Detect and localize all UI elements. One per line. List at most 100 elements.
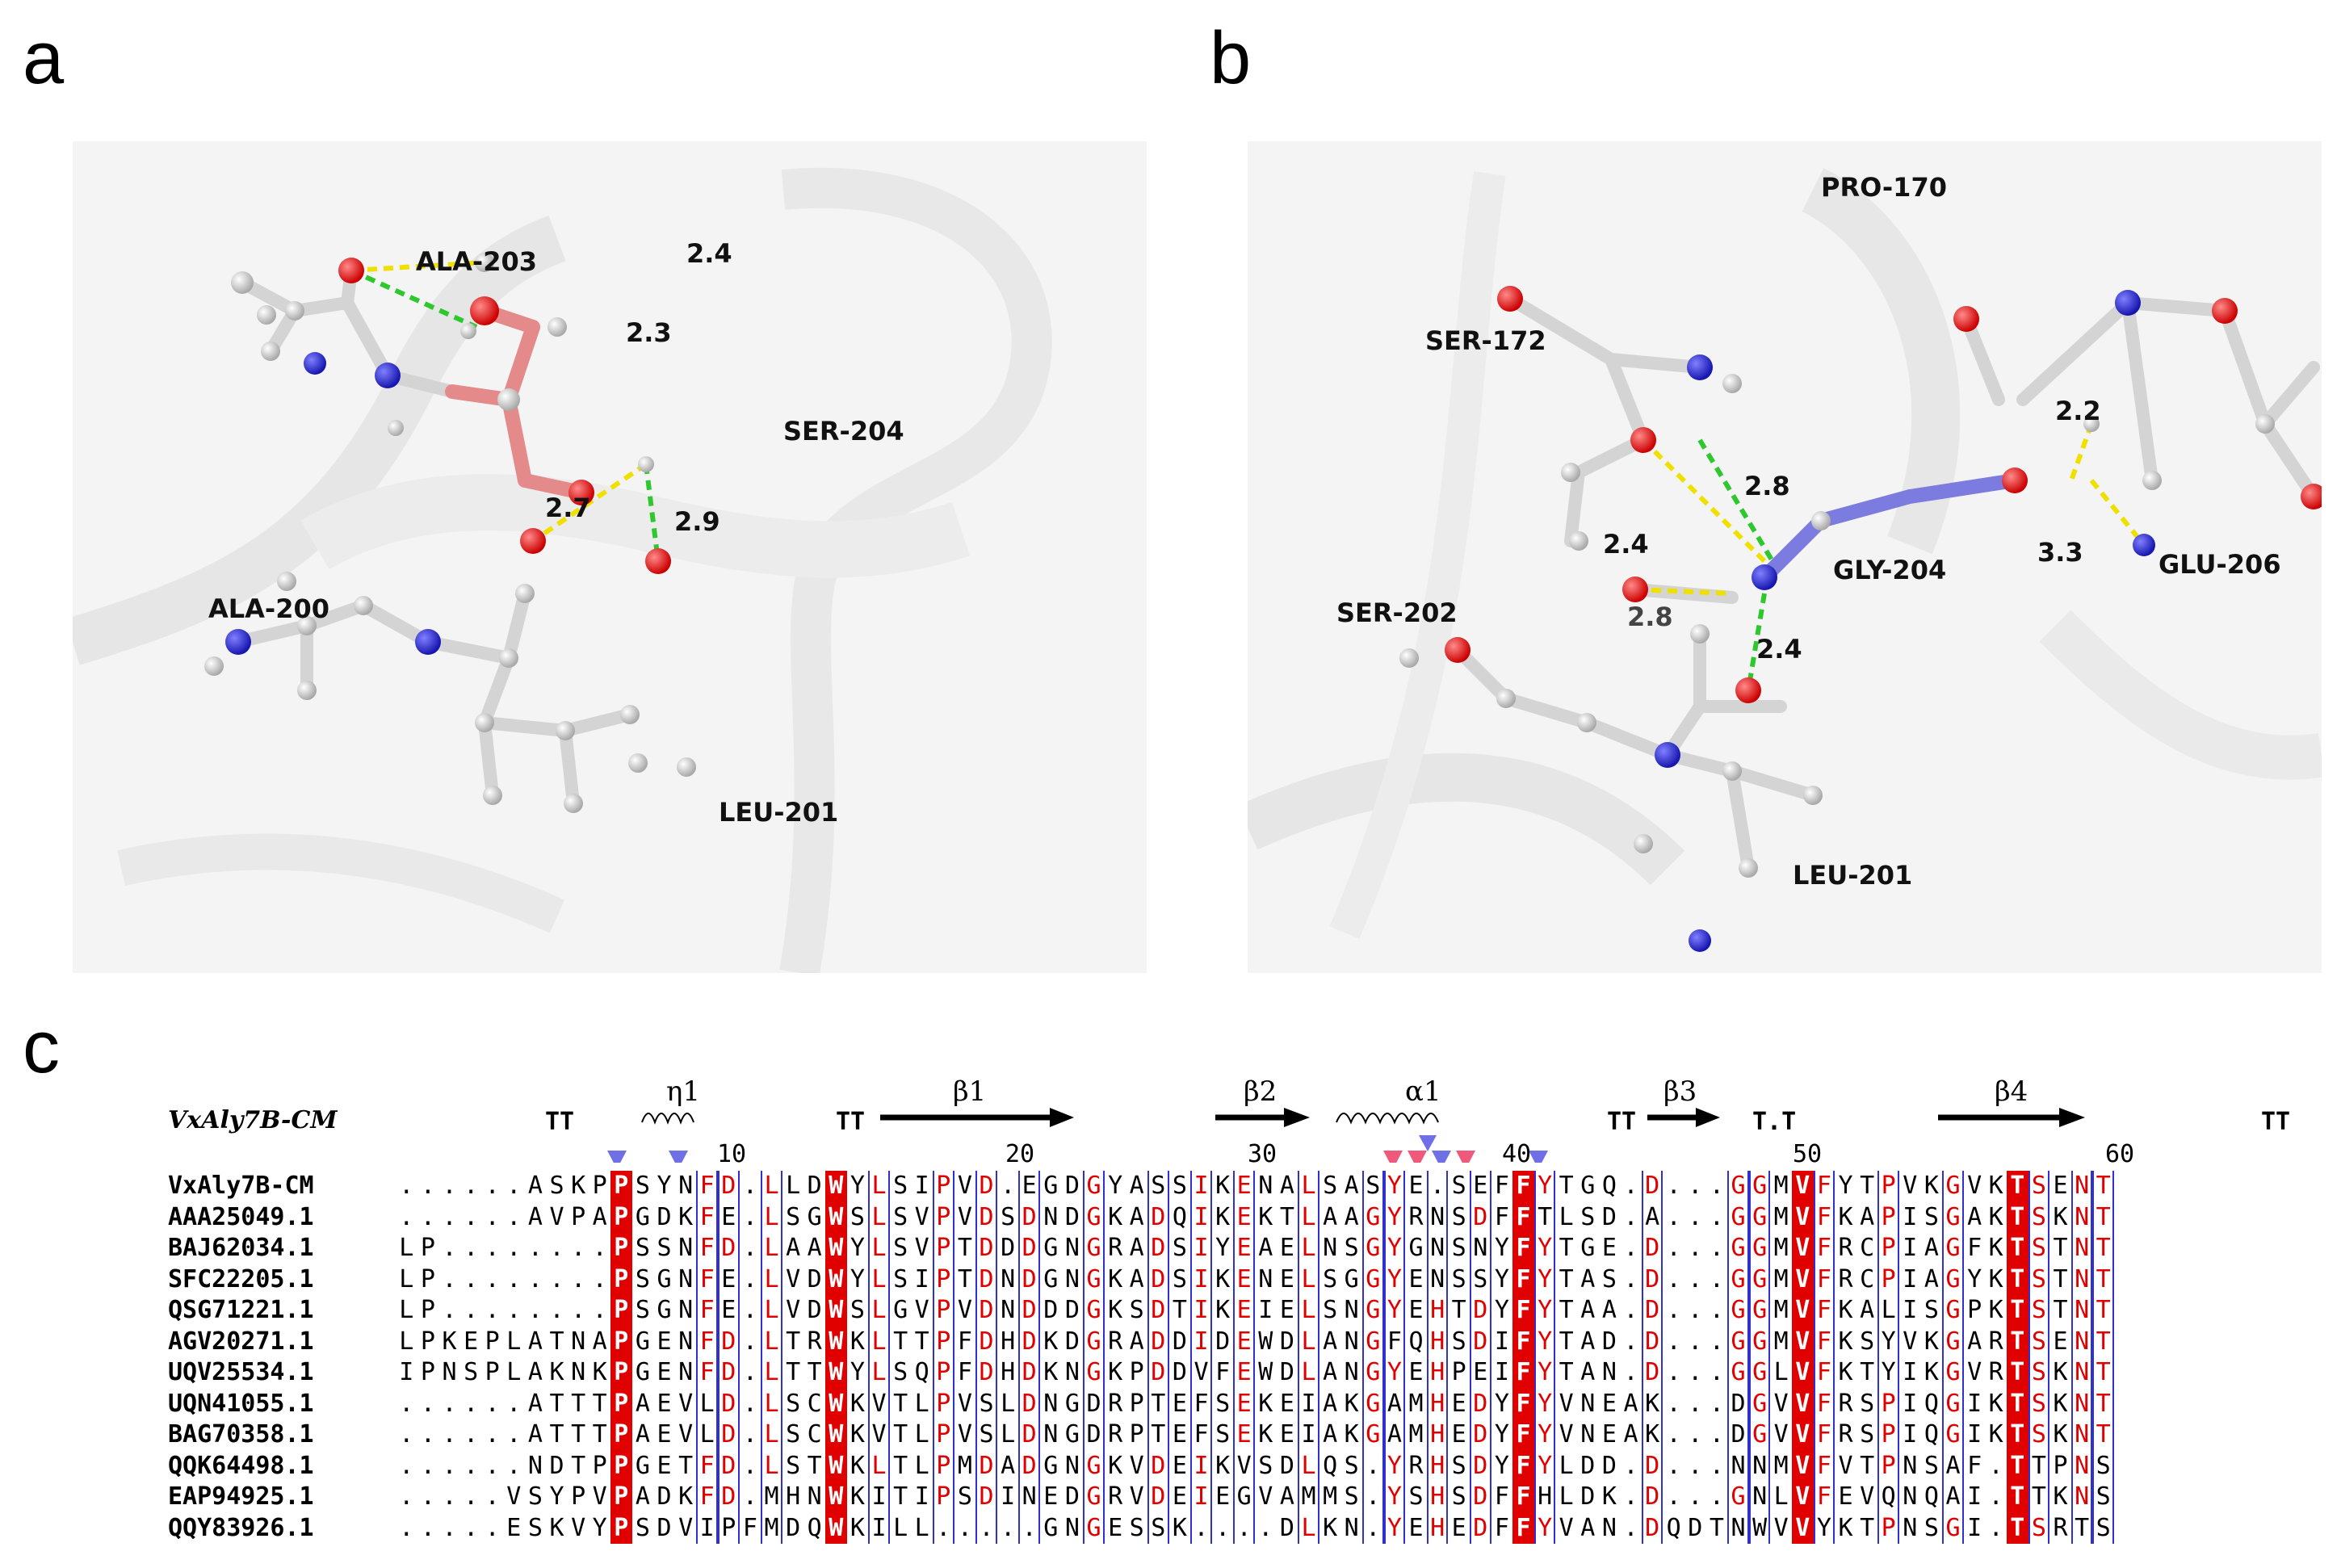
residue-cell: F — [1194, 1389, 1209, 1418]
residue-cell: I — [1194, 1202, 1209, 1231]
residue-cell: V — [1559, 1420, 1574, 1449]
residue-cell: S — [549, 1172, 564, 1200]
residue-cell: G — [1945, 1389, 1961, 1418]
residue-cell: T — [2010, 1264, 2025, 1293]
residue-cell: V — [1559, 1513, 1574, 1542]
residue-cell: . — [485, 1264, 500, 1293]
residue-cell: Q — [1408, 1327, 1424, 1356]
residue-cell: N — [1731, 1451, 1746, 1480]
residue-cell: E — [721, 1296, 736, 1324]
residue-cell: D — [657, 1482, 672, 1511]
residue-cell: N — [1344, 1513, 1359, 1542]
residue-cell: A — [527, 1172, 543, 1200]
residue-cell: D — [1172, 1358, 1187, 1386]
residue-cell: G — [1752, 1296, 1768, 1324]
residue-cell: I — [1903, 1358, 1918, 1386]
residue-cell: V — [1903, 1327, 1918, 1356]
similarity-box — [1147, 1171, 1169, 1544]
residue-cell: K — [1258, 1202, 1273, 1231]
residue-cell: T — [807, 1358, 822, 1386]
residue-cell: T — [1709, 1513, 1724, 1542]
residue-cell: G — [1945, 1234, 1961, 1262]
residue-cell: E — [1172, 1482, 1187, 1511]
residue-cell: D — [1086, 1389, 1101, 1418]
residue-cell: F — [699, 1234, 715, 1262]
residue-cell: A — [1580, 1327, 1596, 1356]
similarity-box — [1083, 1171, 1105, 1544]
residue-cell: T — [2096, 1389, 2111, 1418]
residue-cell: . — [399, 1482, 414, 1511]
residue-cell: D — [1473, 1327, 1488, 1356]
residue-cell: . — [506, 1451, 522, 1480]
similarity-box — [1190, 1171, 1212, 1544]
residue-cell: T — [914, 1327, 929, 1356]
residue-cell: A — [635, 1389, 650, 1418]
similarity-box — [1748, 1171, 1771, 1544]
residue-cell: W — [829, 1420, 844, 1449]
residue-cell: F — [1816, 1172, 1831, 1200]
sequence-name: QQK64498.1 — [168, 1451, 314, 1480]
residue-cell: V — [957, 1172, 972, 1200]
residue-cell: E — [1838, 1482, 1853, 1511]
residue-cell: M — [1323, 1482, 1338, 1511]
residue-cell: S — [635, 1513, 650, 1542]
residue-cell: P — [485, 1358, 500, 1386]
residue-cell: N — [1001, 1296, 1016, 1324]
residue-cell: R — [1108, 1327, 1123, 1356]
residue-cell: S — [850, 1296, 865, 1324]
residue-cell: K — [1924, 1358, 1939, 1386]
distance-label: 2.3 — [626, 317, 672, 348]
residue-cell: . — [1709, 1264, 1724, 1293]
residue-cell: G — [1731, 1358, 1746, 1386]
residue-cell: W — [829, 1389, 844, 1418]
residue-cell: Y — [1387, 1296, 1402, 1324]
similarity-box — [1426, 1171, 1449, 1544]
residue-cell: V — [1795, 1420, 1810, 1449]
residue-cell: N — [1903, 1513, 1918, 1542]
residue-cell: S — [1172, 1264, 1187, 1293]
residue-cell: P — [936, 1296, 951, 1324]
similarity-box — [2092, 1171, 2114, 1544]
residue-cell: W — [1258, 1327, 1273, 1356]
residue-cell: S — [1451, 1202, 1466, 1231]
residue-cell: F — [699, 1264, 715, 1293]
residue-cell: G — [1752, 1420, 1768, 1449]
residue-cell: T — [957, 1234, 972, 1262]
residue-cell: S — [1129, 1296, 1144, 1324]
residue-cell: . — [979, 1513, 994, 1542]
residue-cell: N — [1064, 1451, 1080, 1480]
residue-cell: S — [527, 1482, 543, 1511]
residue-cell: P — [614, 1420, 629, 1449]
residue-cell: N — [1344, 1358, 1359, 1386]
residue-cell: . — [1666, 1264, 1681, 1293]
residue-cell: I — [1903, 1202, 1918, 1231]
residue-cell: D — [1473, 1482, 1488, 1511]
residue-cell: A — [1924, 1234, 1939, 1262]
residue-cell: . — [1688, 1234, 1703, 1262]
residue-cell: V — [957, 1296, 972, 1324]
residue-cell: S — [1451, 1172, 1466, 1200]
residue-cell: A — [1129, 1264, 1144, 1293]
residue-cell: D — [1645, 1482, 1660, 1511]
residue-cell: I — [1903, 1389, 1918, 1418]
residue-cell: . — [592, 1234, 607, 1262]
residue-cell: . — [506, 1296, 522, 1324]
residue-cell: T — [1559, 1327, 1574, 1356]
residue-cell: D — [657, 1513, 672, 1542]
residue-cell: Y — [1387, 1172, 1402, 1200]
residue-cell: L — [914, 1451, 929, 1480]
residue-cell: I — [1194, 1451, 1209, 1480]
residue-cell: V — [914, 1202, 929, 1231]
residue-cell: S — [1366, 1172, 1381, 1200]
residue-cell: N — [1043, 1202, 1059, 1231]
residue-cell: T — [893, 1389, 908, 1418]
residue-cell: T — [893, 1451, 908, 1480]
marker-triangle — [1419, 1135, 1437, 1151]
residue-cell: S — [1215, 1420, 1231, 1449]
residue-cell: F — [1494, 1513, 1509, 1542]
residue-cell: F — [1967, 1451, 1982, 1480]
residue-cell: K — [1838, 1202, 1853, 1231]
residue-cell: W — [829, 1234, 844, 1262]
residue-cell: D — [721, 1234, 736, 1262]
residue-cell: D — [979, 1172, 994, 1200]
